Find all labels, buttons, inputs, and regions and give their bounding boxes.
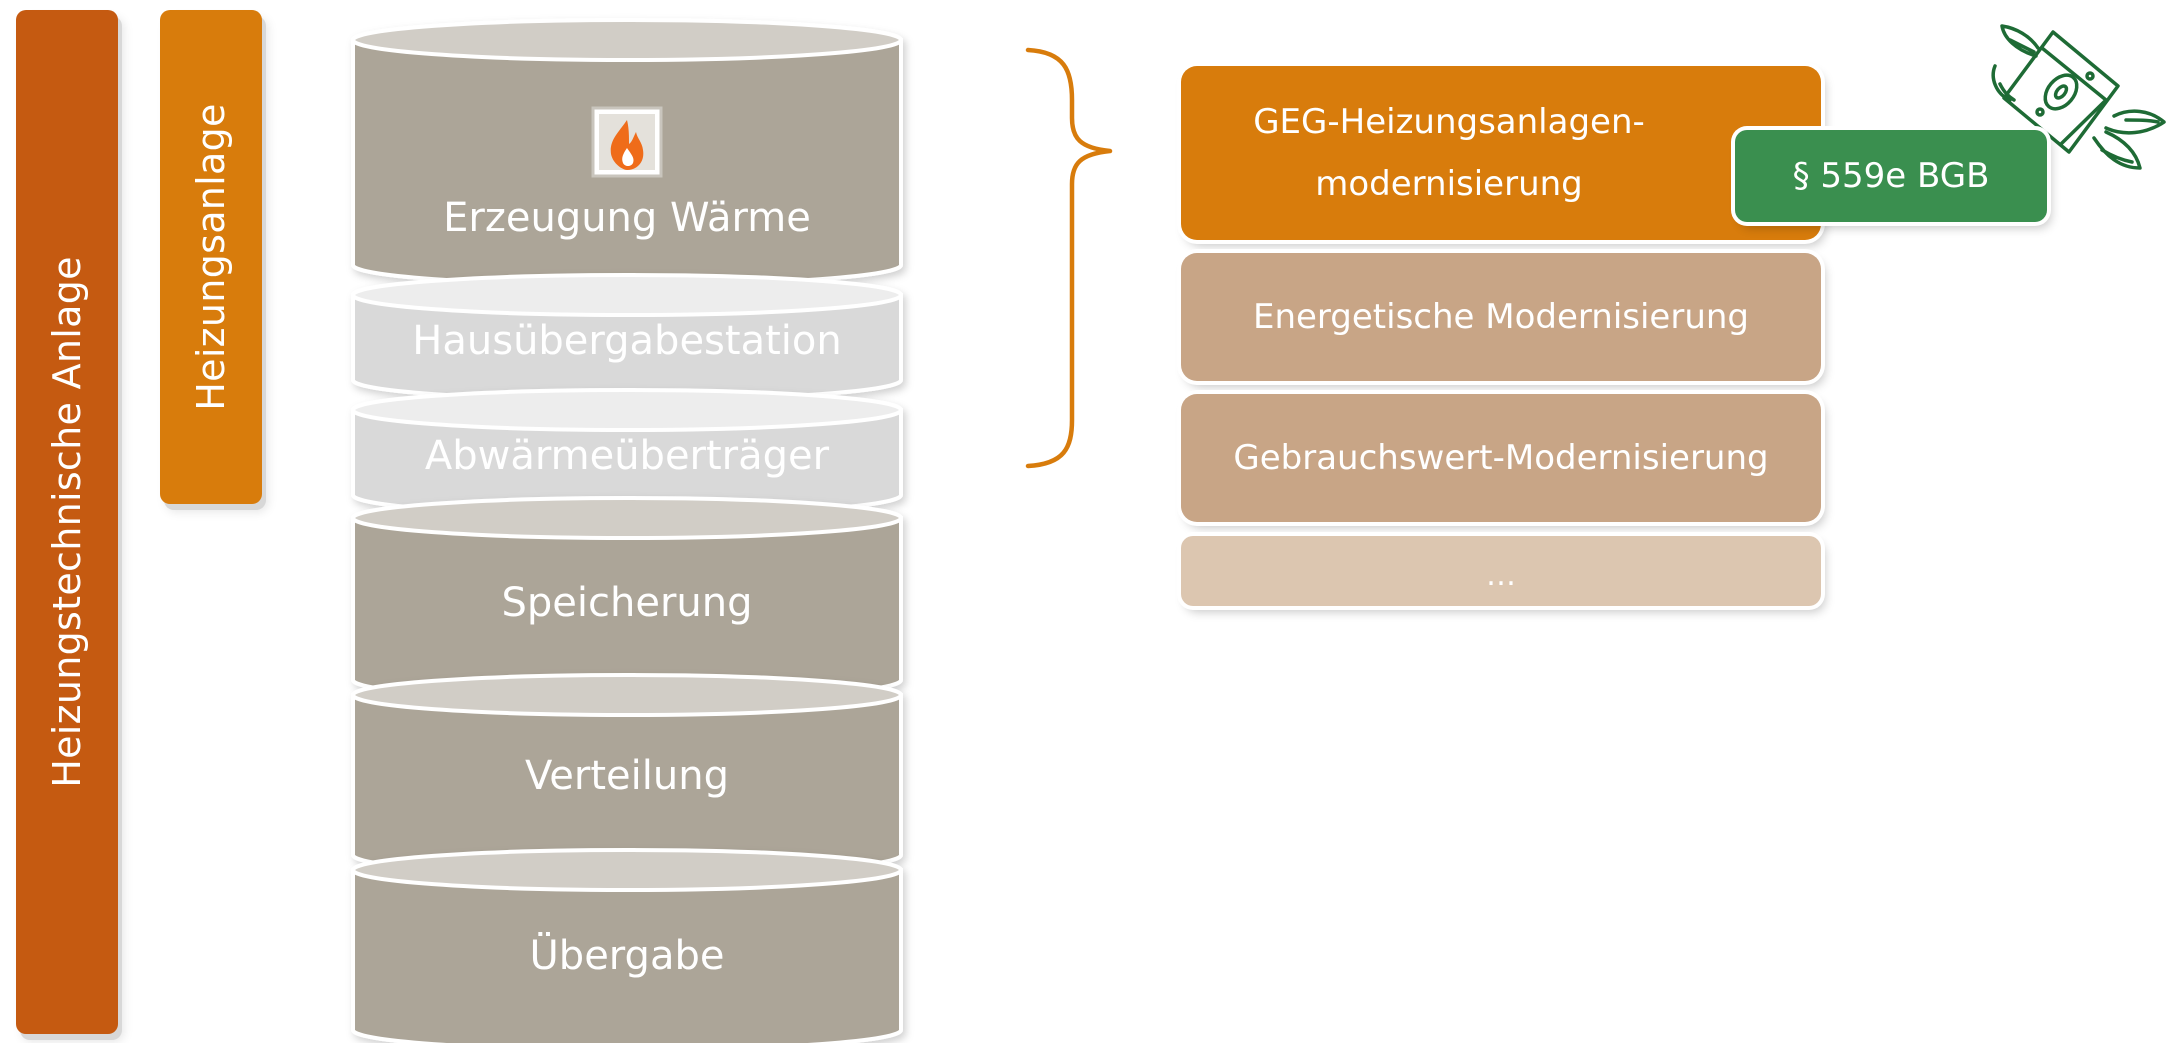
modernization-label: Gebrauchswert-Modernisierung bbox=[1233, 438, 1769, 478]
scope-bar-heizungstechnische-anlage: Heizungstechnische Anlage bbox=[16, 10, 118, 1034]
stack-layer-4 bbox=[351, 496, 903, 702]
legal-badge-label: § 559e BGB bbox=[1792, 156, 1990, 196]
stack-layer-label: Speicherung bbox=[501, 580, 753, 626]
stack-layer-6 bbox=[351, 848, 903, 1043]
component-stack bbox=[351, 18, 903, 1043]
modernization-gebrauchswert: Gebrauchswert-Modernisierung bbox=[1181, 394, 1821, 522]
curly-brace-icon bbox=[1025, 47, 1113, 469]
stack-layer-label: Übergabe bbox=[529, 933, 725, 979]
stack-layer-label: Verteilung bbox=[525, 753, 729, 799]
modernization-geg-heizungsanlagen: GEG-Heizungsanlagen- modernisierung bbox=[1181, 66, 1821, 240]
stack-layer-top bbox=[351, 848, 903, 892]
modernization-label: Energetische Modernisierung bbox=[1252, 297, 1750, 337]
stack-layer-3 bbox=[351, 388, 903, 517]
stack-layer-top bbox=[351, 496, 903, 540]
stack-layer-top bbox=[351, 673, 903, 717]
stack-layer-label: Hausübergabestation bbox=[412, 318, 842, 364]
stack-layer-body bbox=[351, 868, 903, 1043]
modernization-label-line1: GEG-Heizungsanlagen- bbox=[1253, 102, 1645, 142]
modernization-label: … bbox=[1486, 557, 1516, 593]
stack-layer-label: Abwärmeüberträger bbox=[424, 433, 830, 479]
stack-layer-top bbox=[351, 388, 903, 432]
flying-money-icon bbox=[1991, 24, 2166, 170]
modernization-more: … bbox=[1181, 536, 1821, 606]
flame-icon bbox=[591, 106, 663, 178]
scope-bar-heizungsanlage: Heizungsanlage bbox=[160, 10, 262, 504]
stack-layer-top bbox=[351, 273, 903, 317]
legal-badge-559e-bgb: § 559e BGB bbox=[1735, 130, 2047, 222]
modernization-label-line2: modernisierung bbox=[1315, 164, 1583, 204]
stack-layer-top bbox=[351, 18, 903, 62]
modernization-energetisch: Energetische Modernisierung bbox=[1181, 253, 1821, 381]
stack-layer-label: Erzeugung Wärme bbox=[443, 195, 811, 241]
